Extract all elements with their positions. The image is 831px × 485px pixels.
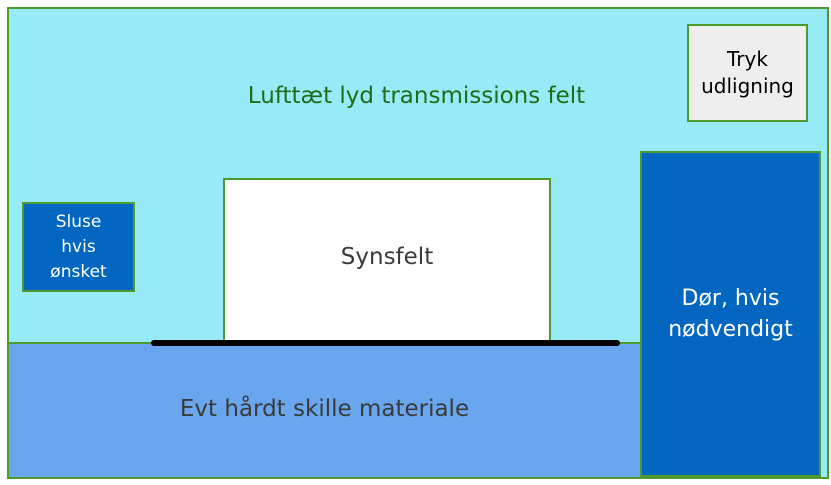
view-field-label: Synsfelt — [340, 243, 434, 270]
pressure-equalization-label: Tryk udligning — [701, 47, 794, 98]
hard-divider-material-area: Evt hårdt skille materiale — [7, 342, 642, 479]
airlock-label: Sluse hvis ønsket — [50, 211, 107, 282]
airtight-field-label: Lufttæt lyd transmissions felt — [247, 83, 586, 109]
barrier-line — [151, 340, 620, 346]
airlock-box: Sluse hvis ønsket — [22, 202, 135, 292]
door-box: Dør, hvis nødvendigt — [640, 151, 821, 477]
door-label: Dør, hvis nødvendigt — [668, 286, 793, 342]
view-field-box: Synsfelt — [223, 178, 551, 343]
hard-divider-label: Evt hårdt skille materiale — [179, 395, 470, 422]
pressure-equalization-box: Tryk udligning — [687, 24, 808, 122]
